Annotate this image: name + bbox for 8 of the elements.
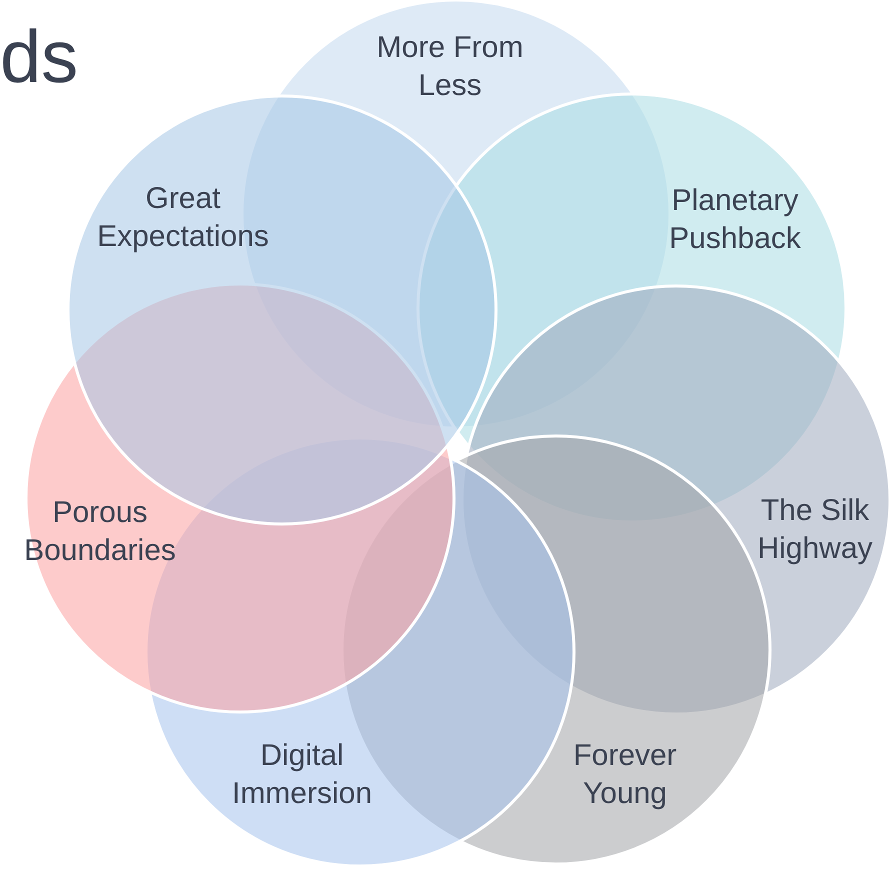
circle-label: Digital Immersion [230,738,374,812]
circle-label: Forever Young [572,738,678,812]
circle-label: Porous Boundaries [23,495,177,569]
circle-label: The Silk Highway [756,493,874,567]
circle-label: Great Expectations [96,181,270,255]
title: ds [0,14,78,100]
circle-label: More From Less [376,30,524,104]
circle-label: Planetary Pushback [668,183,802,257]
